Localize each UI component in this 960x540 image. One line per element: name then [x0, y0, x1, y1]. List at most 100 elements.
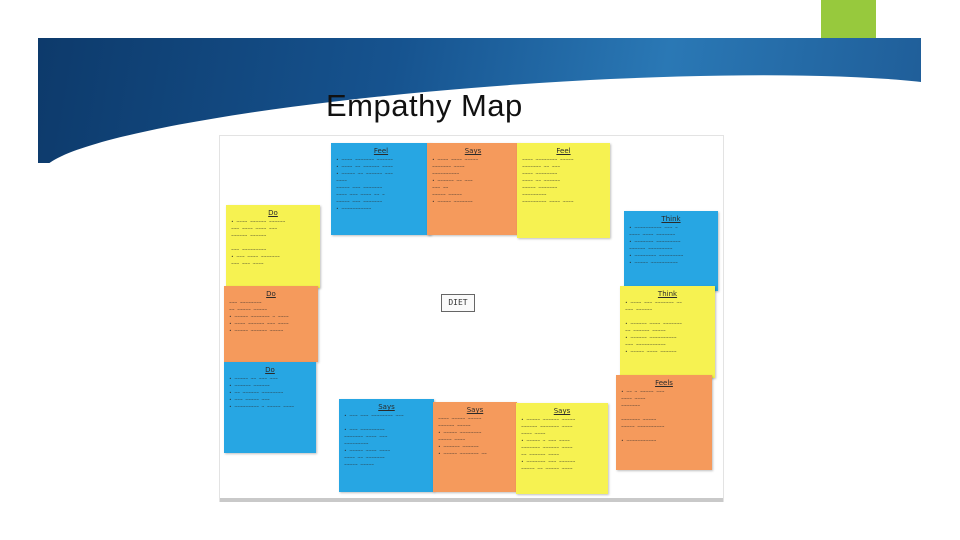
- sticky-note-line: • ~~~~~ ~~~~~~~ ~~: [438, 452, 487, 457]
- sticky-note-line: • ~~~~~~ ~~~~~~: [229, 384, 270, 389]
- sticky-note-heading: Do: [268, 209, 278, 217]
- sticky-note-line: • ~~ ~ ~~~~~ ~~~: [621, 390, 665, 395]
- sticky-note-line: ~~~~ ~~ ~~~~~~: [522, 179, 560, 184]
- sticky-note-line: ~~~~~ ~~ ~~~~~ ~~~~: [521, 467, 573, 472]
- sticky-note-line: ~~~~ ~~~~ ~~~~~~~: [629, 233, 676, 238]
- sticky-note-line: ~~~ ~~: [432, 186, 449, 191]
- sticky-note-line: • ~~~~~ ~~~~ ~~~~~~: [625, 350, 677, 355]
- sticky-note-feels: Feels • ~~ ~ ~~~~~ ~~~ ~~~~ ~~~~ ~~~~~~~ …: [616, 375, 712, 470]
- sticky-note-feel: Feel ~~~~ ~~~~~~~~ ~~~~~ ~~~~~~~ ~~ ~~~ ~~~…: [517, 143, 610, 238]
- sticky-note-line: ~~ ~~~~~ ~~~~~: [229, 308, 267, 313]
- slide-title: Empathy Map: [326, 88, 523, 123]
- sticky-note-line: • ~~~~ ~~ ~~~~~~ ~~~~: [336, 165, 393, 170]
- sticky-note-line: ~~~~~ ~~~ ~~~~~~~: [336, 186, 383, 191]
- sticky-note-line: ~~~~ ~~~~~ ~~~~~: [438, 417, 482, 422]
- sticky-note-line: • ~~~~ ~~~ ~~~~~~~ ~~: [625, 301, 682, 306]
- sticky-note-line: • ~~~~~ ~~~~~~~ ~ ~~~~: [229, 315, 289, 320]
- sticky-note-line: ~~~~~~~ ~~~~~~ ~~~~: [521, 446, 573, 451]
- sticky-note-heading: Do: [266, 290, 276, 298]
- sticky-note-line: [344, 420, 429, 427]
- sticky-note-line: • ~~~ ~~~~~~~~~: [344, 428, 385, 433]
- sticky-note-line: ~~~~: [336, 179, 347, 184]
- sticky-note-line: • ~~~~~ ~~~~~~~~: [438, 431, 482, 436]
- sticky-note-line: • ~~~ ~~~~ ~~~~~~~: [231, 255, 280, 260]
- sticky-note-line: • ~~~~~ ~~~~~~ ~~~~~: [521, 418, 576, 423]
- sticky-note-line: ~~~ ~~~~ ~~~~ ~~~: [231, 227, 278, 232]
- sticky-note-line: ~~~~~ ~~~~~: [344, 463, 374, 468]
- sticky-note-line: • ~~~~~~~ ~~~ ~~~~~~: [521, 460, 576, 465]
- sticky-note-line: ~~~ ~~~ ~~~~: [231, 262, 264, 267]
- sticky-note-heading: Think: [661, 215, 681, 223]
- sticky-note-says: Says ~~~~ ~~~~~ ~~~~~ ~~~~~~ ~~~~~ • ~~~~~…: [433, 402, 517, 492]
- sticky-note-line: [621, 410, 707, 417]
- sticky-note-line: ~~~~~~~ ~~~~ ~~~: [344, 435, 388, 440]
- sticky-note-line: ~~~~ ~~~~: [521, 432, 546, 437]
- sticky-note-think: Think • ~~~~~~~~~~ ~~~ ~ ~~~~ ~~~~ ~~~~~~…: [624, 211, 718, 291]
- sticky-note-line: • ~~~~~~~~~ ~ ~~~~~ ~~~~: [229, 405, 295, 410]
- sticky-note-do: Do • ~~~~ ~~~~~~ ~~~~~~ ~~~ ~~~~ ~~~~ ~~~…: [226, 205, 320, 288]
- sticky-note-line: ~~~~~~~~~~: [432, 172, 460, 177]
- sticky-note-heading: Feel: [373, 147, 389, 155]
- sticky-note-line: • ~~~~ ~~~~ ~~~~~: [432, 158, 479, 163]
- sticky-note-line: • ~~~~~~~~~~~: [621, 439, 657, 444]
- sticky-note-heading: Think: [657, 290, 678, 298]
- sticky-note-says: Says• ~~~ ~~~ ~~~~~~~~ ~~~ • ~~~ ~~~~~~~…: [339, 399, 434, 492]
- sticky-note-line: ~~~~~~ ~~~~~~~ ~~~~: [521, 425, 573, 430]
- sticky-note-line: • ~~~~~ ~~ ~~~~~~ ~~~: [336, 172, 393, 177]
- sticky-note-line: ~~~~~~~ ~~~~: [432, 165, 465, 170]
- sticky-note-line: ~~~~~ ~~~~~~~: [522, 186, 558, 191]
- sticky-note-line: • ~~~~~~ ~~ ~~~: [432, 179, 473, 184]
- center-card: DIET: [441, 294, 475, 312]
- sticky-note-line: ~~~~~~ ~~~~~~: [231, 234, 267, 239]
- sticky-note-line: • ~~~~~~ ~~~~ ~~~~~~~: [625, 322, 682, 327]
- sticky-note-heading: Feels: [655, 379, 673, 387]
- sticky-note-line: • ~~~~ ~~~~~~ ~~~ ~~~~: [229, 322, 289, 327]
- sticky-note-line: • ~~~~~~~ ~~~~~~~~~: [629, 240, 681, 245]
- sticky-note-heading: Says: [553, 407, 571, 415]
- sticky-note-line: ~~ ~~~~~~ ~~~~~: [625, 329, 666, 334]
- sticky-note-heading: Do: [265, 366, 275, 374]
- sticky-note-line: • ~~~~ ~~~~~~ ~~~~~~: [231, 220, 286, 225]
- sticky-note-line: ~~~~~~~~~: [344, 442, 369, 447]
- sticky-note-think: Think • ~~~~ ~~~ ~~~~~~~ ~~ ~~~ ~~~~~~ • …: [620, 286, 715, 378]
- sticky-note-line: ~~~~~~ ~~~~~~~~~: [629, 247, 673, 252]
- sticky-note-line: • ~~~~~ ~~~~ ~~~~: [344, 449, 391, 454]
- sticky-note-line: • ~~~~~ ~~~~~~ ~~~~~: [229, 329, 284, 334]
- sticky-note-line: • ~~~~~~~~ ~~~~~~~~~: [629, 254, 684, 259]
- sticky-note-line: ~~~~~ ~~~~~~~~~~: [621, 425, 665, 430]
- sticky-note-line: [621, 431, 707, 438]
- sticky-note-line: ~~~~~ ~~~~: [438, 438, 466, 443]
- sticky-note-line: ~~~~~~~~~ ~~~~ ~~~~: [522, 200, 574, 205]
- sticky-note-line: ~~~ ~~~~~~~~~~~: [625, 343, 666, 348]
- sticky-note-line: • ~~~~~ ~~ ~~~ ~~~: [229, 377, 278, 382]
- sticky-note-feel: Feel • ~~~~ ~~~~~~~ ~~~~~~ • ~~~~ ~~ ~~~~~…: [331, 143, 431, 235]
- sticky-note-line: ~~~~ ~~~~~~~~: [522, 172, 558, 177]
- sticky-note-line: • ~~~~~~~~~~~: [336, 207, 372, 212]
- sticky-note-line: ~~~~ ~~ ~~~~~~~: [344, 456, 385, 461]
- sticky-note-line: ~~~~~~~~~: [522, 193, 547, 198]
- sticky-note-line: • ~~~~~~ ~~~~~~: [438, 445, 479, 450]
- sticky-note-line: ~~~~~~ ~~~~~: [438, 424, 471, 429]
- sticky-note-line: ~~~~ ~~~ ~~~~ ~~ ~: [336, 193, 385, 198]
- sticky-note-line: ~~~~ ~~~~: [621, 397, 646, 402]
- sticky-note-line: ~~~~~~~: [621, 404, 640, 409]
- sticky-note-line: ~~~~~~~ ~~ ~~~: [522, 165, 560, 170]
- sticky-note-line: ~~~~ ~~~~~~~~ ~~~~~: [522, 158, 574, 163]
- sticky-note-heading: Feel: [556, 147, 571, 155]
- sticky-note-line: ~~~~~ ~~~~~: [432, 193, 462, 198]
- sticky-note-line: • ~~~~~ ~~~~~~~~~~: [629, 261, 678, 266]
- sticky-note-do: Do~~~ ~~~~~~~~~~ ~~~~~ ~~~~~• ~~~~~ ~~~~…: [224, 286, 318, 362]
- sticky-note-line: • ~~~~ ~~~~~~~ ~~~~~~: [336, 158, 393, 163]
- sticky-note-line: • ~~~ ~~~~~ ~~~: [229, 398, 270, 403]
- sticky-note-says: Says • ~~~~~ ~~~~~~ ~~~~~ ~~~~~~ ~~~~~~~ …: [516, 403, 608, 494]
- sticky-note-heading: Says: [378, 403, 395, 411]
- board-edge: [220, 498, 723, 502]
- sticky-note-line: ~~~ ~~~~~~: [625, 308, 653, 313]
- sticky-note-line: • ~~~~~~~~~~ ~~~ ~: [629, 226, 678, 231]
- sticky-note-line: • ~~~~~~ ~~~~~~~~~~: [625, 336, 677, 341]
- sticky-note-line: [231, 240, 315, 247]
- sticky-note-heading: Says: [466, 406, 484, 414]
- sticky-note-line: ~~~~~~~ ~~~~~: [621, 418, 657, 423]
- sticky-note-line: ~~ ~~~~~~ ~~~~: [521, 453, 559, 458]
- sticky-note-line: ~~~~~ ~~~ ~~~~~~~: [336, 200, 383, 205]
